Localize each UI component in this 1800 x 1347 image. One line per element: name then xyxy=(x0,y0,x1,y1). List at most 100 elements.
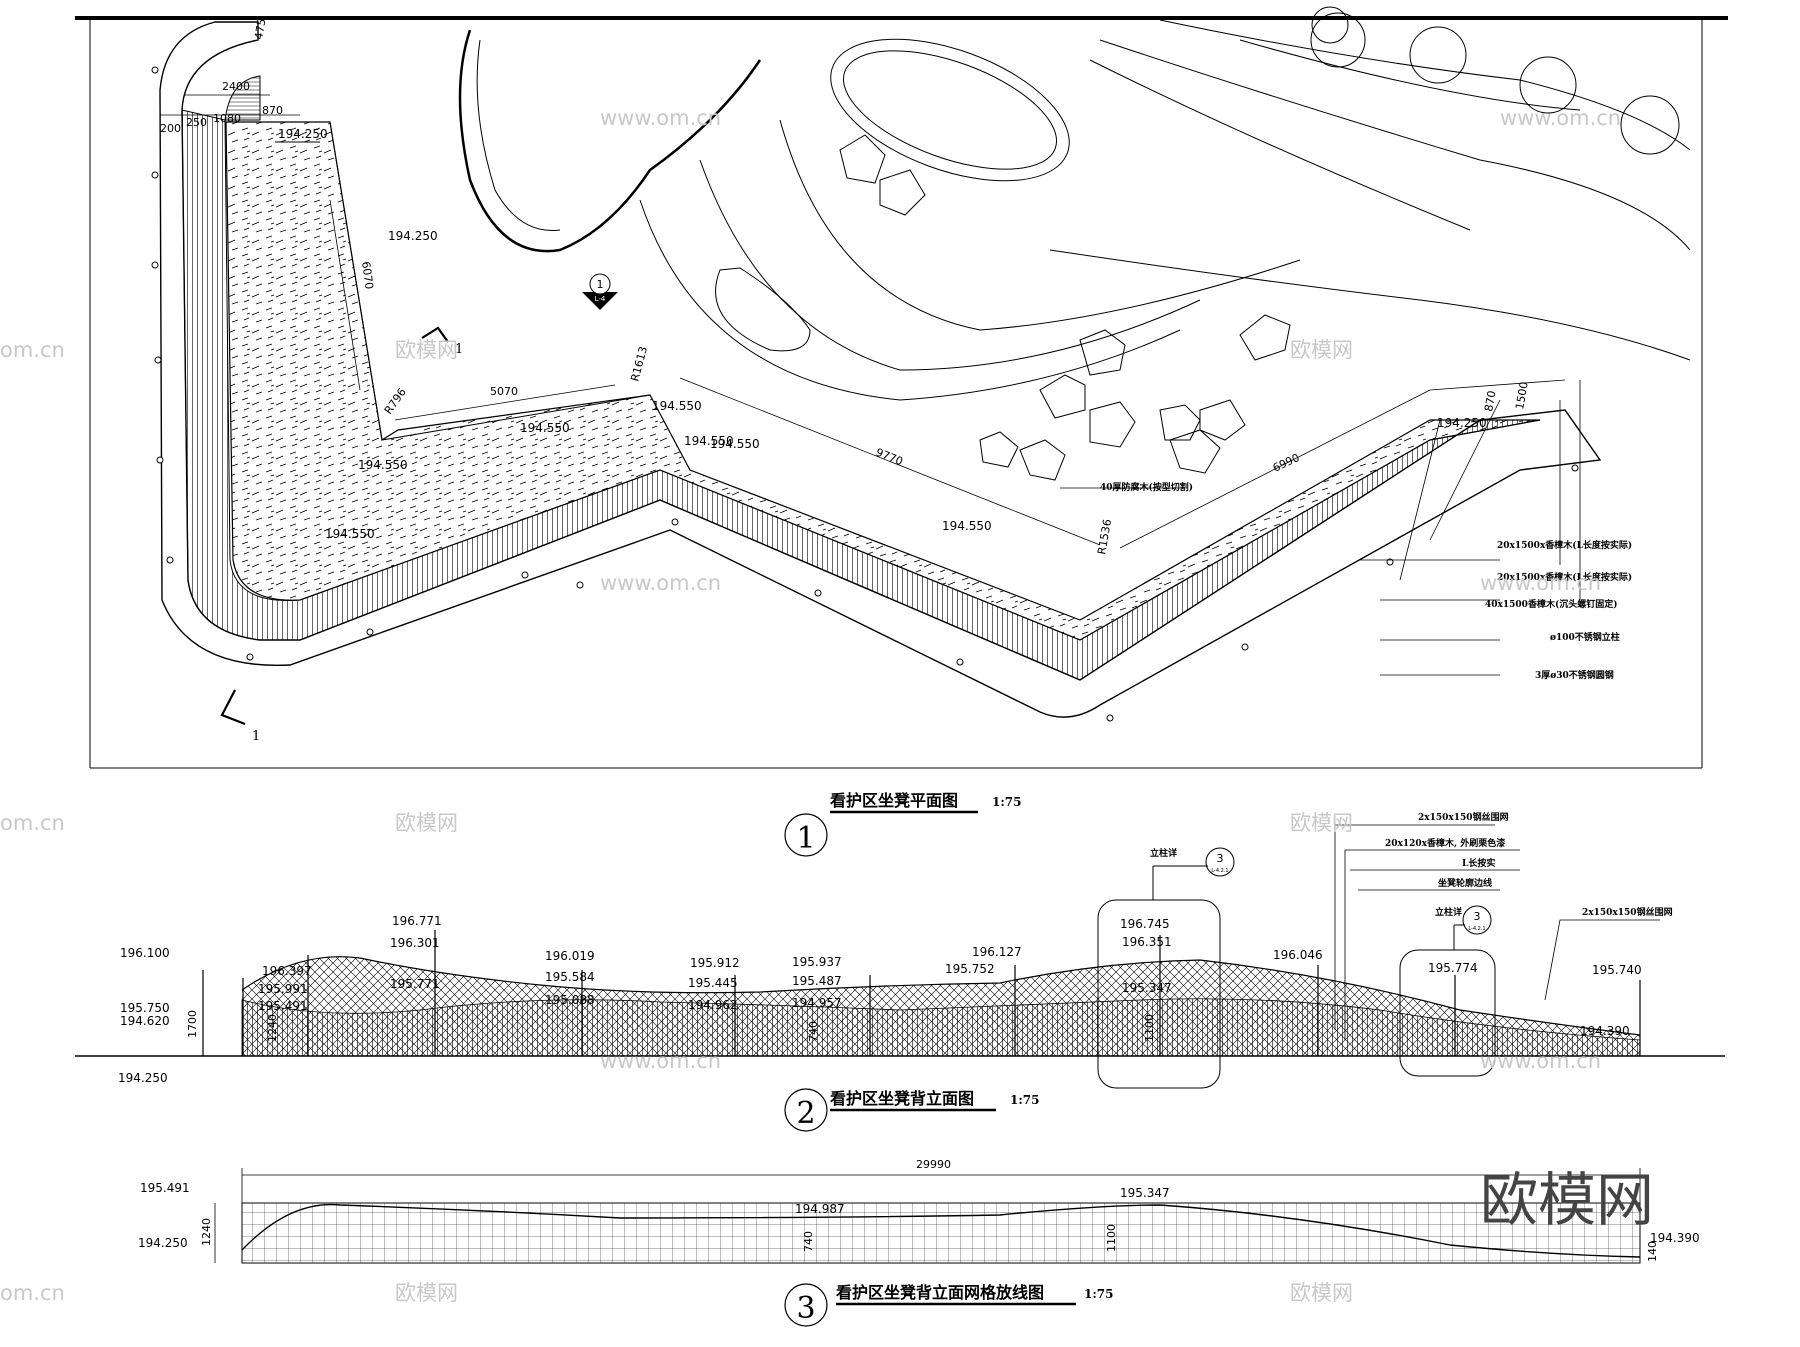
landscape-background xyxy=(458,6,1691,481)
bench-rim-band xyxy=(181,109,1541,681)
watermarks: 欧模网 欧模网 欧模网 欧模网 om.cn om.cn om.cn www.om… xyxy=(0,106,1654,1305)
svg-text:195.750: 195.750 xyxy=(120,1001,170,1015)
svg-text:194.250: 194.250 xyxy=(388,229,438,243)
svg-text:195.491: 195.491 xyxy=(140,1181,190,1195)
cut-mark-top: 1 xyxy=(421,326,463,357)
svg-text:140: 140 xyxy=(1646,1241,1659,1262)
svg-text:194.550: 194.550 xyxy=(652,399,702,413)
svg-text:740: 740 xyxy=(807,1021,820,1042)
svg-text:194.550: 194.550 xyxy=(520,421,570,435)
svg-text:1:75: 1:75 xyxy=(992,795,1021,809)
svg-text:3: 3 xyxy=(1217,852,1224,865)
grid-panel xyxy=(241,1202,1641,1264)
svg-text:195.584: 195.584 xyxy=(545,970,595,984)
plan-view: 1 L-4 1 1 194.250 xyxy=(75,6,1728,857)
svg-text:194.550: 194.550 xyxy=(358,458,408,472)
svg-text:250: 250 xyxy=(186,116,207,129)
svg-text:194.250: 194.250 xyxy=(278,127,328,141)
svg-text:2x150x150钢丝围网: 2x150x150钢丝围网 xyxy=(1582,906,1673,918)
bench-outer-outline xyxy=(159,21,1602,718)
svg-text:196.301: 196.301 xyxy=(390,936,440,950)
svg-text:194.250: 194.250 xyxy=(1437,416,1487,430)
svg-text:196.351: 196.351 xyxy=(1122,935,1172,949)
svg-text:194.987: 194.987 xyxy=(795,1202,845,1216)
svg-text:坐凳轮廓边线: 坐凳轮廓边线 xyxy=(1438,877,1492,889)
svg-text:立柱详: 立柱详 xyxy=(1435,906,1462,918)
svg-text:3: 3 xyxy=(1474,910,1481,923)
svg-text:L-4: L-4 xyxy=(595,295,606,303)
svg-text:看护区坐凳背立面图: 看护区坐凳背立面图 xyxy=(829,1089,974,1108)
svg-text:195.347: 195.347 xyxy=(1122,981,1172,995)
svg-text:6990: 6990 xyxy=(1271,451,1302,475)
svg-text:1:75: 1:75 xyxy=(1084,1287,1113,1301)
svg-text:1: 1 xyxy=(796,821,815,856)
svg-text:195.740: 195.740 xyxy=(1592,963,1642,977)
grid-elevation: 29990 195.491 194.250 194.987 195.347 19… xyxy=(138,1158,1700,1327)
svg-text:1080: 1080 xyxy=(213,112,241,125)
svg-text:194.550: 194.550 xyxy=(325,527,375,541)
svg-text:20x120x香樟木, 外刷栗色漆: 20x120x香樟木, 外刷栗色漆 xyxy=(1385,837,1505,849)
svg-text:欧模网: 欧模网 xyxy=(1290,1281,1353,1305)
svg-text:L-4.2.1: L-4.2.1 xyxy=(1468,926,1485,932)
svg-text:29990: 29990 xyxy=(916,1158,951,1171)
plan-title-block: 1 看护区坐凳平面图 1:75 xyxy=(784,791,1021,857)
svg-text:194.962: 194.962 xyxy=(688,998,738,1012)
svg-text:欧模网: 欧模网 xyxy=(395,1281,458,1305)
svg-text:194.550: 194.550 xyxy=(684,434,734,448)
grid-profile xyxy=(241,1203,1641,1258)
svg-text:195.347: 195.347 xyxy=(1120,1186,1170,1200)
svg-text:www.om.cn: www.om.cn xyxy=(600,106,721,130)
svg-text:欧模网: 欧模网 xyxy=(1290,338,1353,362)
svg-text:L长按实: L长按实 xyxy=(1462,857,1495,869)
svg-text:194.250: 194.250 xyxy=(138,1236,188,1250)
svg-text:195.088: 195.088 xyxy=(545,993,595,1007)
cut-mark-bottom: 1 xyxy=(220,689,260,744)
svg-text:2400: 2400 xyxy=(222,80,250,93)
svg-text:2: 2 xyxy=(796,1096,815,1131)
svg-text:9770: 9770 xyxy=(874,446,905,469)
svg-text:194.550: 194.550 xyxy=(942,519,992,533)
svg-text:www.om.cn: www.om.cn xyxy=(600,1049,721,1073)
detail-box-1 xyxy=(1097,899,1221,1089)
svg-text:R796: R796 xyxy=(382,386,409,417)
svg-text:196.100: 196.100 xyxy=(120,946,170,960)
svg-text:194.390: 194.390 xyxy=(1580,1024,1630,1038)
svg-text:195.445: 195.445 xyxy=(688,976,738,990)
svg-text:R1613: R1613 xyxy=(628,345,650,383)
svg-text:www.om.cn: www.om.cn xyxy=(1480,571,1601,595)
svg-text:195.491: 195.491 xyxy=(258,999,308,1013)
svg-text:196.771: 196.771 xyxy=(392,914,442,928)
bench-back-boards xyxy=(241,998,1641,1057)
svg-text:1100: 1100 xyxy=(1143,1014,1156,1042)
svg-text:195.752: 195.752 xyxy=(945,962,995,976)
svg-text:200: 200 xyxy=(160,122,181,135)
svg-text:om.cn: om.cn xyxy=(0,1281,65,1305)
svg-text:195.487: 195.487 xyxy=(792,974,842,988)
svg-text:3厚ø30不锈钢圆钢: 3厚ø30不锈钢圆钢 xyxy=(1535,669,1614,681)
svg-text:1240: 1240 xyxy=(200,1218,213,1246)
svg-text:1100: 1100 xyxy=(1105,1224,1118,1252)
elevation-callout-lines xyxy=(1334,824,1660,1040)
back-elevation: 196.100 195.750 194.620 194.250 1700 196… xyxy=(75,811,1725,1132)
elevation-levels: 196.100 195.750 194.620 194.250 1700 196… xyxy=(118,914,1642,1085)
svg-text:195.991: 195.991 xyxy=(258,982,308,996)
post-markers xyxy=(151,66,1579,722)
svg-text:195.771: 195.771 xyxy=(390,977,440,991)
svg-text:40厚防腐木(按型切割): 40厚防腐木(按型切割) xyxy=(1100,481,1193,493)
svg-text:om.cn: om.cn xyxy=(0,811,65,835)
svg-text:1240: 1240 xyxy=(266,1014,279,1042)
svg-text:870: 870 xyxy=(262,104,283,117)
svg-text:R1536: R1536 xyxy=(1095,518,1114,555)
svg-text:www.om.cn: www.om.cn xyxy=(1500,106,1621,130)
svg-text:40x1500香樟木(沉头螺钉固定): 40x1500香樟木(沉头螺钉固定) xyxy=(1485,598,1617,610)
svg-text:1: 1 xyxy=(252,729,260,744)
svg-text:194.957: 194.957 xyxy=(792,996,842,1010)
svg-text:194.550: 194.550 xyxy=(710,437,760,451)
svg-text:194.250: 194.250 xyxy=(118,1071,168,1085)
svg-text:195.937: 195.937 xyxy=(792,955,842,969)
svg-text:www.om.cn: www.om.cn xyxy=(1480,1049,1601,1073)
svg-text:欧模网: 欧模网 xyxy=(395,338,458,362)
svg-text:欧模网: 欧模网 xyxy=(1290,811,1353,835)
grid-title-block: 3 看护区坐凳背立面网格放线图 1:75 xyxy=(784,1283,1113,1327)
